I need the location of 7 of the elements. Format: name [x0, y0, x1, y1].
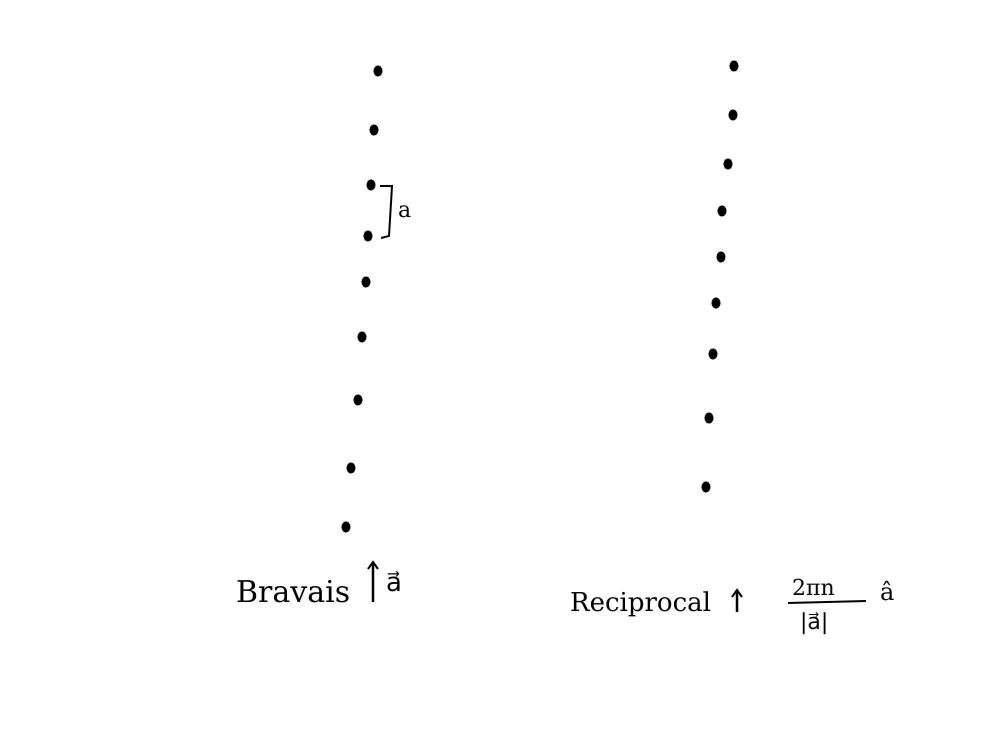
math-expression: |a⃗| [800, 612, 828, 634]
lattice-title: Reciprocal [570, 590, 711, 616]
math-expression: 2πn [792, 578, 835, 600]
lattice-title: Bravais [236, 578, 350, 608]
dimension-label: a [398, 200, 412, 222]
vector-symbol: a⃗ [386, 570, 402, 596]
vector-symbol: â [880, 580, 894, 604]
